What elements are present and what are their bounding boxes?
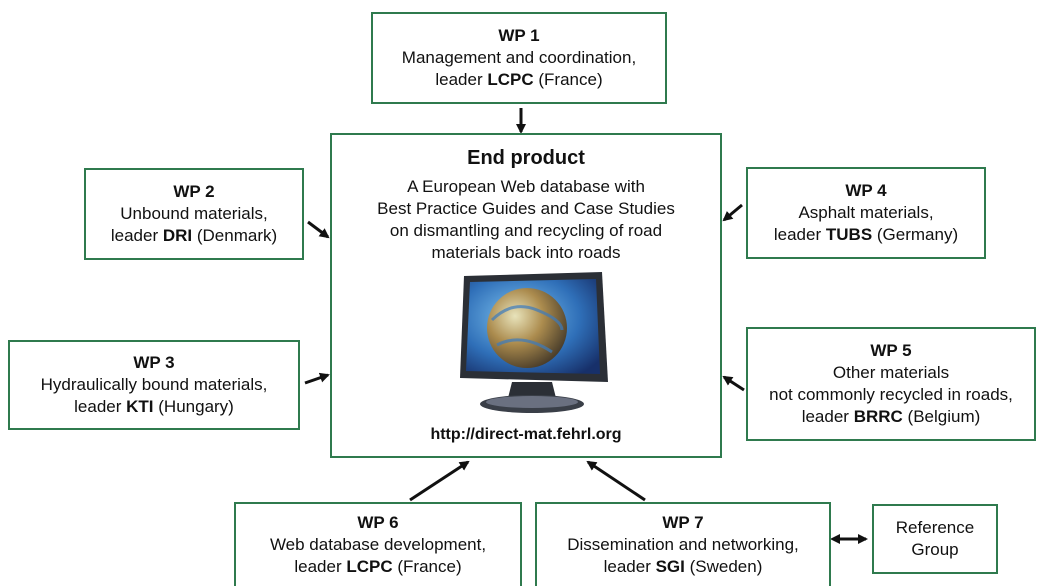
wp1-title: WP 1 <box>498 26 540 45</box>
wp6-line-1: Web database development, <box>269 535 487 554</box>
wp7-leader-country: (Sweden) <box>689 557 763 576</box>
wp4-leader-country: (Germany) <box>876 225 959 244</box>
wp5-leader-country: (Belgium) <box>907 407 981 426</box>
wp4-leader: leader TUBS (Germany) <box>774 224 958 246</box>
wp7-title: WP 7 <box>662 513 704 532</box>
wp4-leader-name: TUBS <box>825 225 873 244</box>
wp7-line-1: Dissemination and networking, <box>567 535 799 554</box>
wp2-box: WP 2 Unbound materials, leader DRI (Denm… <box>84 168 304 260</box>
arrow-wp7 <box>586 460 646 502</box>
wp1-box: WP 1 Management and coordination, leader… <box>371 12 667 104</box>
end-product-line-1: A European Web database with <box>407 177 645 196</box>
wp3-line-1: Hydraulically bound materials, <box>40 375 268 394</box>
wp6-leader-prefix: leader <box>294 557 342 576</box>
wp5-leader-prefix: leader <box>801 407 849 426</box>
wp4-box: WP 4 Asphalt materials, leader TUBS (Ger… <box>746 167 986 259</box>
wp7-leader-prefix: leader <box>603 557 651 576</box>
wp4-title: WP 4 <box>845 181 887 200</box>
wp5-box: WP 5 Other materials not commonly recycl… <box>746 327 1036 441</box>
reference-group-box: Reference Group <box>872 504 998 574</box>
wp3-leader-name: KTI <box>126 397 154 416</box>
wp1-line-1: Management and coordination, <box>401 48 637 67</box>
wp4-line-1: Asphalt materials, <box>798 203 934 222</box>
end-product-description: A European Web database with Best Practi… <box>332 176 720 264</box>
wp7-box: WP 7 Dissemination and networking, leade… <box>535 502 831 586</box>
end-product-line-2: Best Practice Guides and Case Studies <box>377 199 675 218</box>
wp1-leader: leader LCPC (France) <box>435 69 602 91</box>
wp5-leader: leader BRRC (Belgium) <box>802 406 981 428</box>
wp2-title: WP 2 <box>173 182 215 201</box>
wp3-leader-country: (Hungary) <box>158 397 234 416</box>
wp4-leader-prefix: leader <box>773 225 822 244</box>
monitor-globe-icon <box>460 272 608 413</box>
wp5-title: WP 5 <box>870 341 912 360</box>
wp5-leader-name: BRRC <box>853 407 903 426</box>
end-product-title: End product <box>467 147 585 169</box>
arrow-wp2 <box>307 220 330 239</box>
arrow-wp4 <box>722 203 743 222</box>
wp3-box: WP 3 Hydraulically bound materials, lead… <box>8 340 300 430</box>
wp2-leader-country: (Denmark) <box>196 226 278 245</box>
wp7-leader-name: SGI <box>655 557 685 576</box>
end-product-line-3: on dismantling and recycling of road <box>389 221 663 240</box>
reference-line-1: Reference <box>895 518 975 537</box>
wp2-leader-name: DRI <box>162 226 193 245</box>
wp1-leader-name: LCPC <box>487 70 534 89</box>
wp6-leader-name: LCPC <box>346 557 393 576</box>
end-product-url: http://direct-mat.fehrl.org <box>430 426 622 443</box>
wp6-title: WP 6 <box>357 513 399 532</box>
end-product-box: End product A European Web database with… <box>330 133 722 458</box>
wp3-leader: leader KTI (Hungary) <box>74 396 234 418</box>
wp5-line-1: Other materials <box>832 363 950 382</box>
wp2-leader: leader DRI (Denmark) <box>111 225 277 247</box>
arrow-wp6 <box>409 460 470 502</box>
arrow-wp3 <box>304 372 330 385</box>
wp6-leader: leader LCPC (France) <box>294 556 461 578</box>
wp5-line-2: not commonly recycled in roads, <box>769 385 1013 404</box>
wp1-leader-country: (France) <box>538 70 603 89</box>
wp1-leader-prefix: leader <box>435 70 483 89</box>
wp6-box: WP 6 Web database development, leader LC… <box>234 502 522 586</box>
wp3-title: WP 3 <box>133 353 175 372</box>
wp6-leader-country: (France) <box>397 557 462 576</box>
reference-line-2: Group <box>911 540 959 559</box>
wp2-leader-prefix: leader <box>110 226 159 245</box>
wp7-leader: leader SGI (Sweden) <box>604 556 763 578</box>
wp3-leader-prefix: leader <box>74 397 122 416</box>
arrow-wp5 <box>722 375 745 392</box>
wp2-line-1: Unbound materials, <box>120 204 268 223</box>
end-product-line-4: materials back into roads <box>431 243 621 262</box>
